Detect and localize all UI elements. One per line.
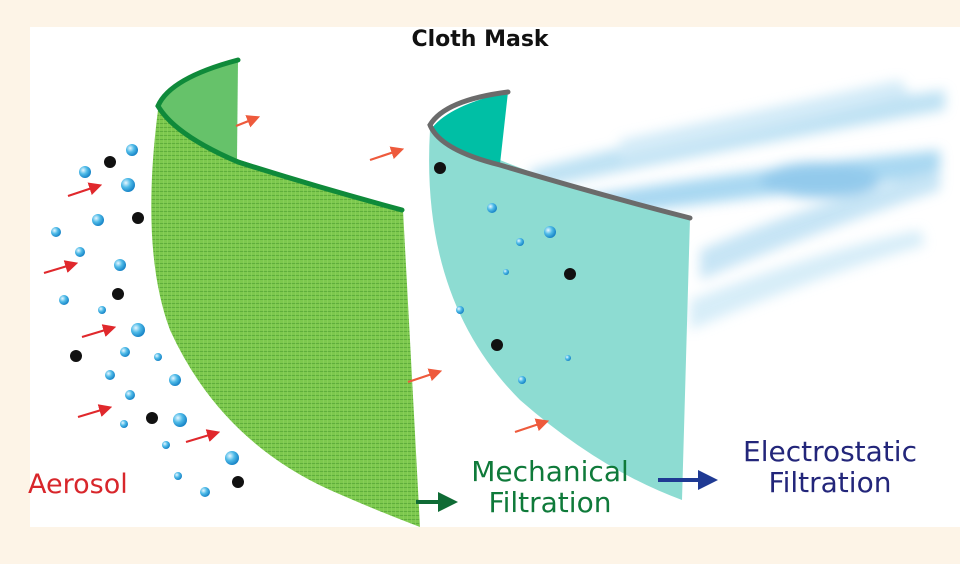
aerosol-particles xyxy=(51,144,576,497)
electrostatic-filtration-label: Electrostatic Filtration xyxy=(720,435,940,499)
diagram-title: Cloth Mask xyxy=(411,27,549,52)
airflow-arrows xyxy=(43,115,550,444)
electrostatic-line2: Filtration xyxy=(768,465,892,499)
aerosol-label: Aerosol xyxy=(28,469,128,500)
outer-layer xyxy=(151,57,420,527)
inner-layer xyxy=(427,89,693,500)
airflow-streaks xyxy=(530,80,945,330)
mechanical-line1: Mechanical xyxy=(471,455,629,488)
mechanical-line2: Filtration xyxy=(488,485,612,519)
electrostatic-line1: Electrostatic xyxy=(743,435,917,468)
mechanical-filtration-label: Mechanical Filtration xyxy=(440,455,660,519)
